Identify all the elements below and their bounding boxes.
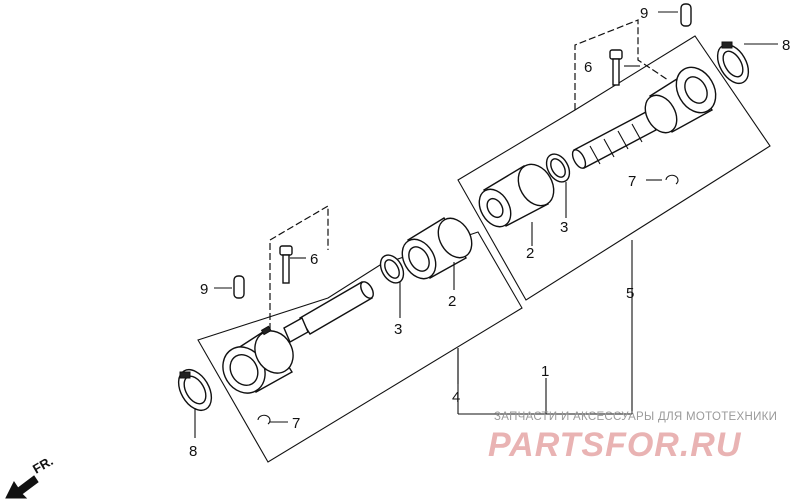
left-axle-assembly <box>177 217 473 425</box>
left-clamp-part-8 <box>177 369 213 411</box>
left-shaft <box>283 281 374 343</box>
left-boot-part-2 <box>401 217 473 280</box>
right-ring-part-3 <box>545 153 571 183</box>
right-splined-shaft <box>571 111 657 169</box>
right-axle-assembly <box>478 3 750 228</box>
right-clamp-part-8 <box>716 41 750 85</box>
right-pin-part-9 <box>680 3 692 27</box>
callout-7-right: 7 <box>628 173 636 190</box>
callout-8-right: 8 <box>782 37 790 54</box>
direction-arrow-icon <box>5 475 39 499</box>
group-outline-left <box>197 204 523 463</box>
callout-6-right: 6 <box>584 59 592 76</box>
callout-2-left: 2 <box>448 293 456 310</box>
right-joint-housing <box>644 66 717 134</box>
watermark-subtitle: ЗАПЧАСТИ И АКСЕССУАРЫ ДЛЯ МОТОТЕХНИКИ <box>494 411 777 423</box>
callout-numbers: 6 9 2 3 7 8 2 3 6 9 8 7 5 1 4 <box>189 5 790 460</box>
callout-7-left: 7 <box>292 415 300 432</box>
callout-4: 4 <box>452 389 460 406</box>
left-clip-part-7 <box>257 414 271 425</box>
left-ring-part-3 <box>379 254 405 284</box>
callout-1: 1 <box>541 363 549 380</box>
watermark: ЗАПЧАСТИ И АКСЕССУАРЫ ДЛЯ МОТОТЕХНИКИ PA… <box>488 411 777 464</box>
left-pin-part-9 <box>233 275 245 299</box>
callout-9-right: 9 <box>640 5 648 22</box>
callout-6-left: 6 <box>310 251 318 268</box>
callout-9-left: 9 <box>200 281 208 298</box>
front-direction-indicator: FR. <box>5 453 56 499</box>
group-outline-right <box>457 19 771 301</box>
callout-3-left: 3 <box>394 321 402 338</box>
left-joint-housing <box>222 325 294 394</box>
callout-8-left: 8 <box>189 443 197 460</box>
direction-label: FR. <box>30 453 56 476</box>
callout-5: 5 <box>626 285 634 302</box>
right-clip-part-7 <box>665 174 679 185</box>
watermark-brand: PARTSFOR.RU <box>488 426 742 464</box>
leader-lines <box>194 11 778 438</box>
right-boot-part-2 <box>478 163 555 228</box>
right-bolt-part-6 <box>609 49 623 86</box>
callout-3-right: 3 <box>560 219 568 236</box>
left-bolt-part-6 <box>279 245 293 284</box>
callout-2-right: 2 <box>526 245 534 262</box>
